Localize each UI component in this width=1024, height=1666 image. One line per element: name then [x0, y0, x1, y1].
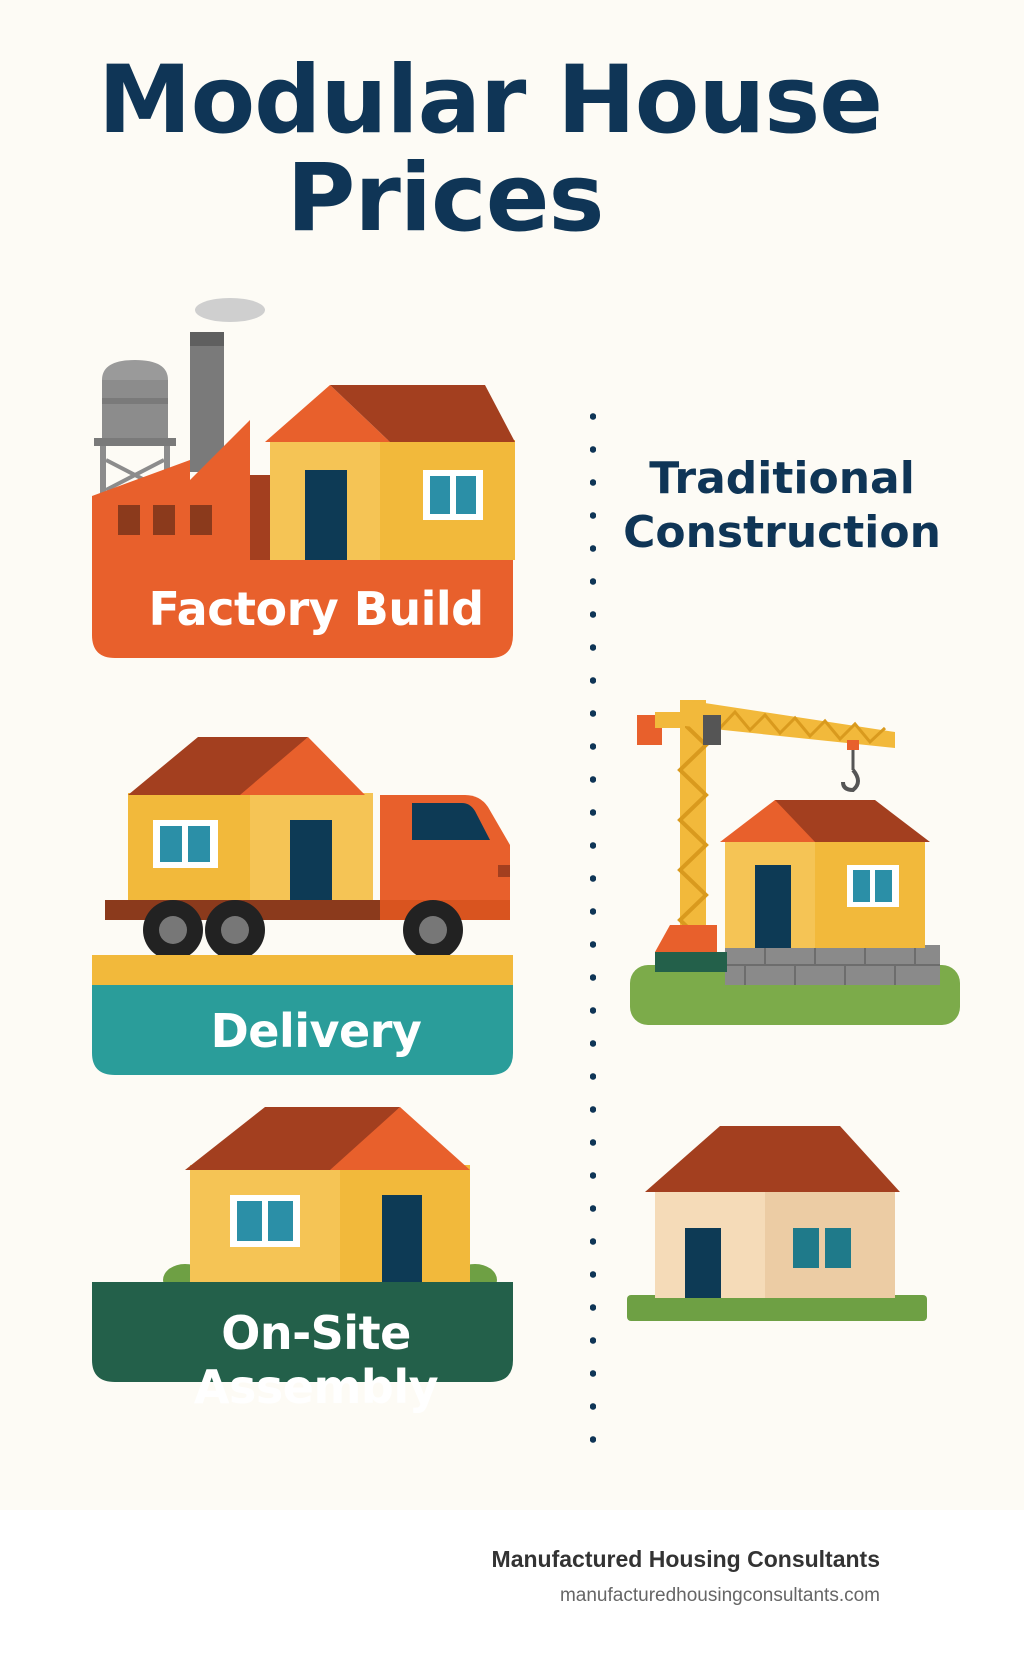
title-line-1: Modular House — [98, 46, 883, 155]
traditional-heading-line-2: Construction — [623, 507, 941, 558]
traditional-heading: Traditional Construction — [612, 452, 952, 560]
delivery-truck-icon — [90, 735, 540, 1085]
footer-url[interactable]: manufacturedhousingconsultants.com — [559, 1585, 880, 1606]
finished-house-icon — [625, 1120, 945, 1330]
dotted-divider — [590, 400, 596, 1450]
step-label-on-site-assembly: On-Site Assembly — [193, 1306, 439, 1414]
step-label-factory-build: Factory Build — [148, 582, 484, 636]
factory-house-icon — [90, 290, 540, 690]
page-title: Modular House Prices — [60, 52, 920, 248]
crane-house-icon — [625, 690, 965, 1050]
footer-brand: Manufactured Housing Consultants — [491, 1546, 880, 1572]
traditional-heading-line-1: Traditional — [649, 453, 915, 504]
title-line-2: Prices — [286, 144, 605, 253]
infographic-canvas: Modular House Prices — [60, 51, 965, 1450]
assembled-house-icon — [90, 1105, 540, 1405]
step-label-delivery: Delivery — [210, 1004, 422, 1058]
